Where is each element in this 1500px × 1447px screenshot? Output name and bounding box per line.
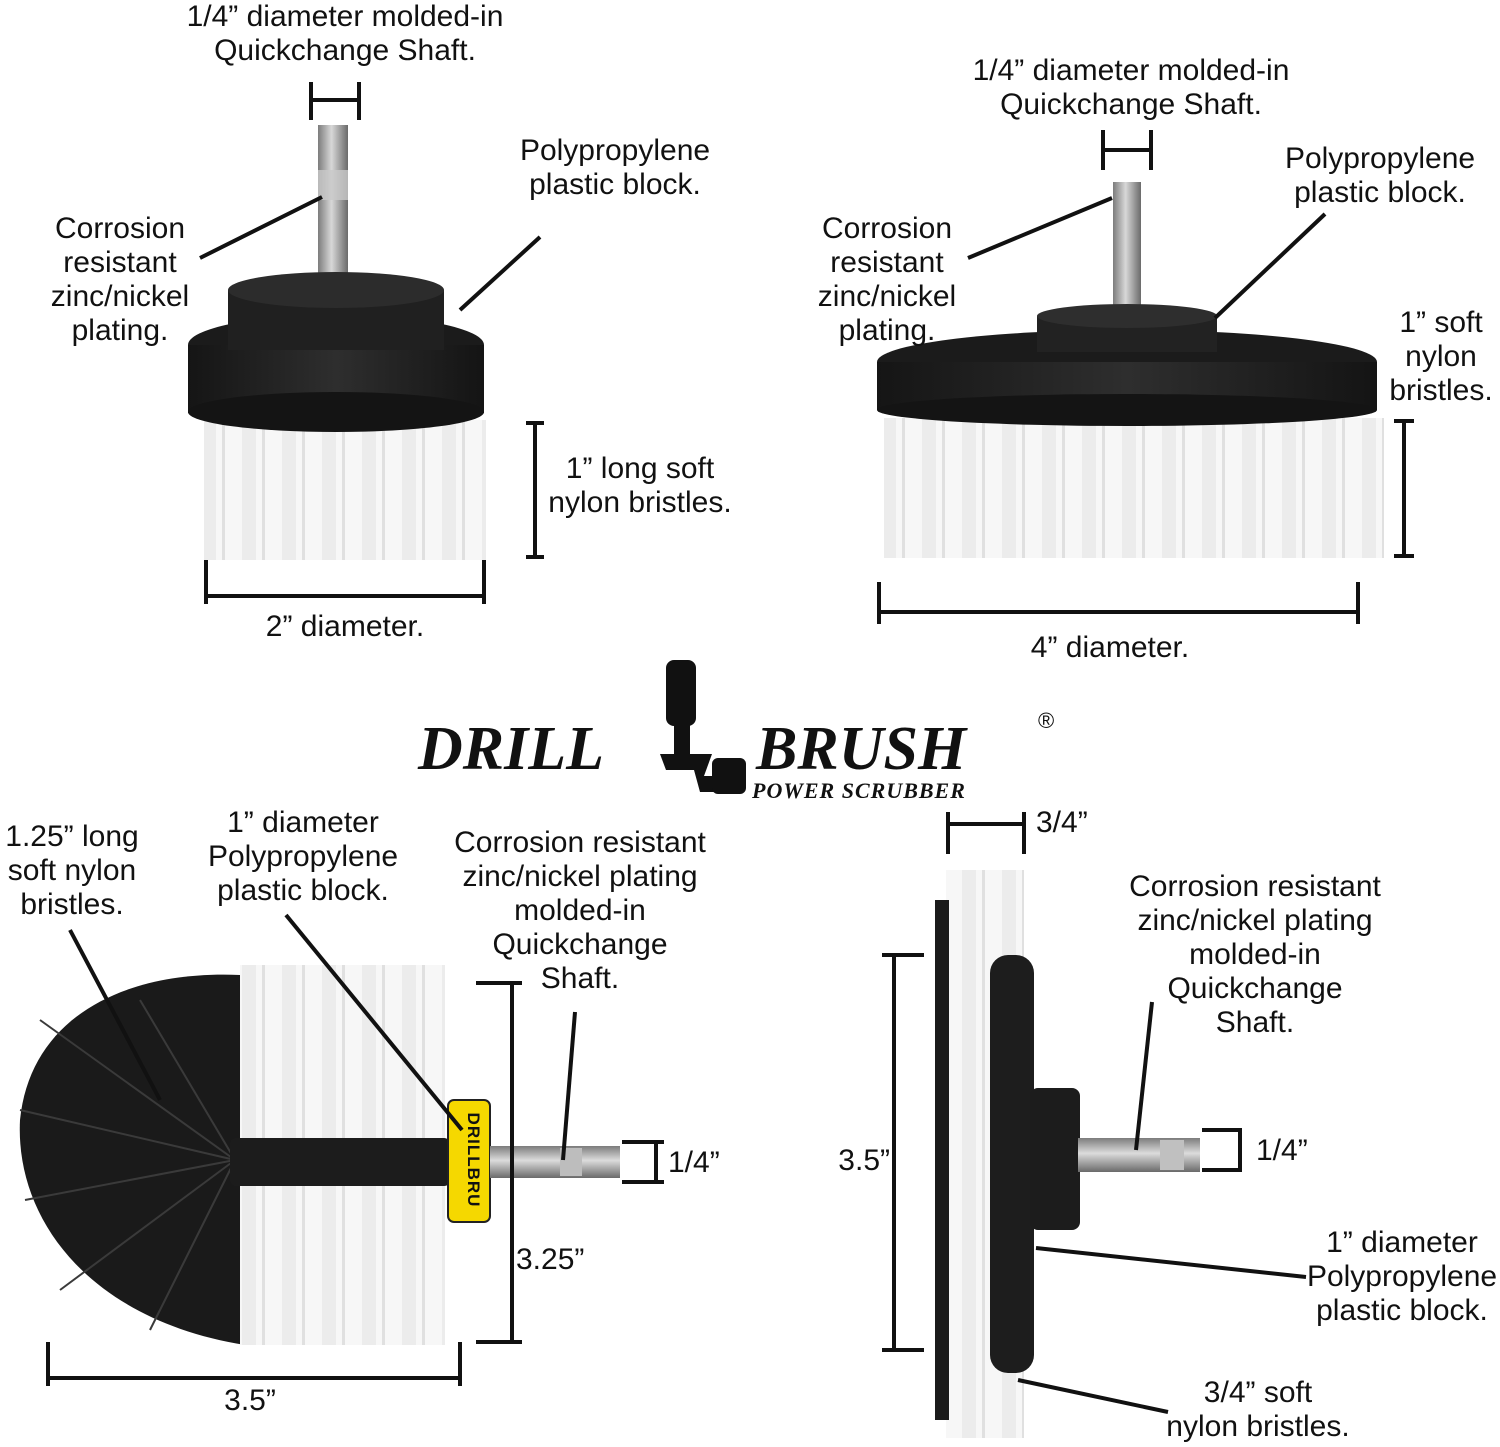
brush-cone-bristle-label: 1.25” long soft nylon bristles. (5, 820, 139, 921)
brush-cone-height-dim: 3.25” (516, 1243, 585, 1276)
brush-side-dimension-lines (882, 812, 1307, 1414)
registered-mark: ® (1038, 708, 1055, 733)
brand-tagline: POWER SCRUBBER (752, 778, 966, 803)
brush-2in-plating-label: Corrosion resistant zinc/nickel plating. (50, 212, 190, 347)
brush-2in-bristle-label: 1” long soft nylon bristles. (548, 452, 732, 519)
brush-cone-illustration (19, 965, 620, 1345)
brush-cone-block-label: 1” diameter Polypropylene plastic block. (207, 806, 399, 907)
brush-4in-shaft (1113, 182, 1141, 322)
brush-side-width-dim: 3/4” (1036, 806, 1088, 839)
brush-side-block (990, 955, 1034, 1373)
brush-side-shaft-label: Corrosion resistant zinc/nickel plating … (1129, 870, 1381, 1039)
brush-4in-shaft-label: 1/4” diameter molded-in Quickchange Shaf… (972, 54, 1290, 121)
brush-side-block-label: 1” diameter Polypropylene plastic block. (1306, 1226, 1498, 1327)
brush-2in-illustration (188, 125, 486, 560)
brush-side-shaft-dim: 1/4” (1256, 1134, 1308, 1167)
logo-drill-brush-icon (660, 660, 746, 794)
brush-cone-shaft-label: Corrosion resistant zinc/nickel plating … (454, 826, 706, 995)
brush-2in-diameter-label: 2” diameter. (265, 610, 425, 643)
brand-word-drill: DRILL (418, 715, 604, 783)
brush-2in-shaft-label: 1/4” diameter molded-in Quickchange Shaf… (186, 0, 504, 67)
brush-4in-diameter-label: 4” diameter. (1030, 631, 1190, 664)
brush-2in-shaft (318, 125, 348, 295)
brush-4in-dimension-lines (877, 130, 1414, 624)
brand-word-brush: BRUSH (756, 715, 967, 783)
brush-cone-shaft (490, 1146, 620, 1178)
brush-4in-bristles (884, 418, 1384, 558)
brush-cone-width-dim: 3.5” (224, 1384, 276, 1417)
brush-side-height-dim: 3.5” (838, 1144, 890, 1177)
brush-cone-dimension-lines (46, 913, 664, 1386)
brush-2in-block-label: Polypropylene plastic block. (519, 134, 711, 201)
brush-4in-illustration (877, 182, 1384, 558)
brush-2in-bristles (204, 420, 486, 560)
brush-4in-plating-label: Corrosion resistant zinc/nickel plating. (817, 212, 957, 347)
brush-cone-shaft-dim: 1/4” (668, 1146, 720, 1179)
brush-4in-bristle-label: 1” soft nylon bristles. (1389, 306, 1493, 407)
brush-cone-band-text: DRILLBRU (464, 1112, 483, 1208)
brush-2in-dimension-lines (199, 82, 544, 604)
brush-side-bristle-label: 3/4” soft nylon bristles. (1166, 1376, 1350, 1443)
brush-4in-block-label: Polypropylene plastic block. (1284, 142, 1476, 209)
brush-side-illustration (935, 870, 1200, 1438)
